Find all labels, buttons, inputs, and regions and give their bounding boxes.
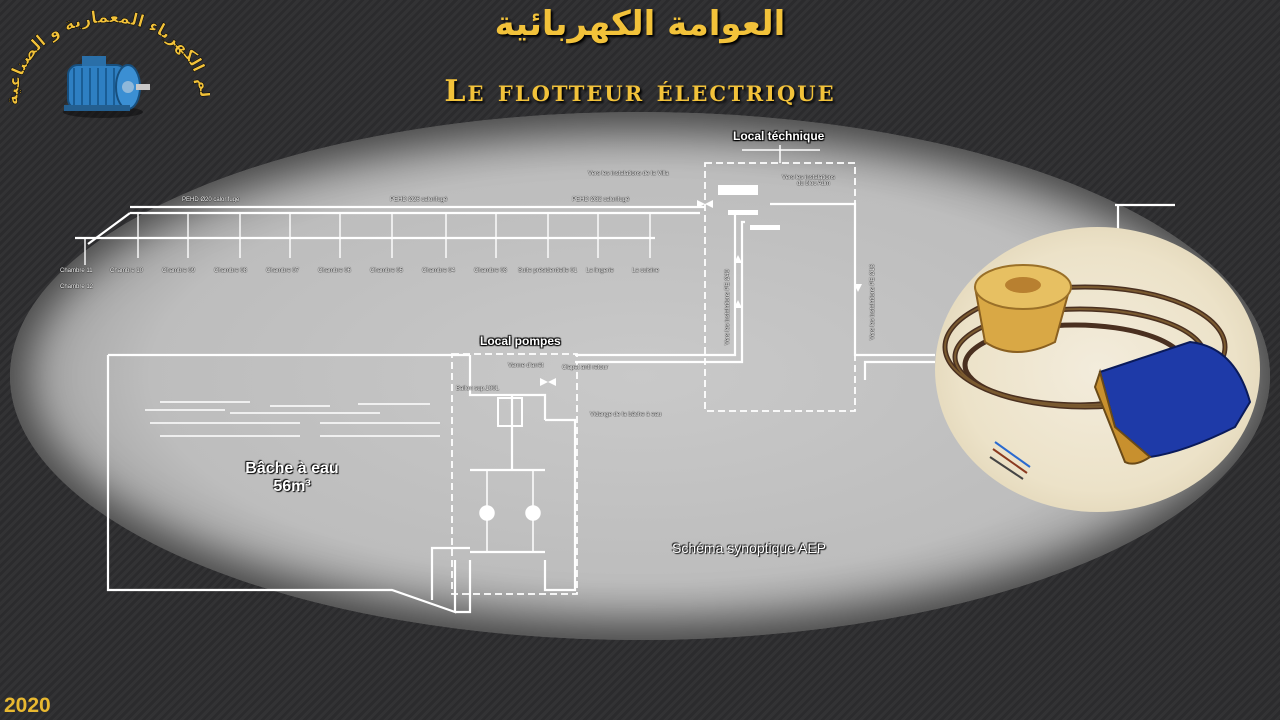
- room-label: Chambre 03: [474, 268, 508, 274]
- vert-pe-left-label: Vers les instalations PE Ø40: [725, 269, 731, 345]
- room-label: Chambre 05: [370, 268, 404, 274]
- schema-title: Schéma synoptique AEP: [672, 540, 827, 556]
- room-label: Chambre 04: [422, 268, 456, 274]
- local-pompes-label: Local pompes: [480, 334, 561, 348]
- room-label: Chambre 08: [214, 268, 248, 274]
- room-label: Chambre 07: [266, 268, 300, 274]
- vert-pe-right-label: Vers les instalations PE Ø16: [870, 264, 876, 340]
- clapet-label: Clapet anti retour: [562, 365, 609, 371]
- pipe-label-3: PEHD Ø32 calorifugé: [572, 197, 630, 203]
- tank-outline: [106, 355, 457, 614]
- local-technique-label: Local téchnique: [733, 129, 825, 143]
- page-title-french: Le flotteur électrique: [444, 74, 836, 109]
- bache-label-line1: Bâche à eau: [245, 460, 339, 477]
- bache-label: Bâche à eau 56m³: [222, 460, 362, 496]
- pipe-label-2: PEHD Ø26 calorifugé: [390, 197, 448, 203]
- vidange-label: Vidange de la bâche à eau: [590, 412, 662, 418]
- vanne-label: Vanne d'arrêt: [508, 363, 544, 369]
- bache-label-volume: 56m³: [273, 478, 311, 495]
- electric-motor-icon: [63, 56, 150, 118]
- year-label: 2020: [4, 694, 51, 717]
- room-label: Chambre 12: [60, 284, 94, 290]
- page-title-arabic: العوامة الكهربائية: [494, 4, 786, 44]
- room-label: Chambre 06: [318, 268, 352, 274]
- pipe-label-1: PEHD Ø20 calorifugé: [182, 197, 240, 203]
- room-label: La cuisine: [632, 268, 660, 274]
- room-label: Chambre 11: [60, 268, 93, 274]
- room-label: Chambre 09: [162, 268, 196, 274]
- vers-bloc-line1: Vers les instalations: [782, 175, 836, 181]
- vers-bloc-label: Vers les instalations du bloc Adm: [782, 175, 835, 187]
- room-label: La lingerie: [586, 268, 614, 274]
- float-switch-photo-icon: [935, 227, 1260, 512]
- vers-villa-label: Vers les instalations de la Villa: [588, 171, 669, 177]
- ballon-label: Ballon sup.100L: [456, 386, 500, 392]
- room-label: Chambre 10: [110, 268, 144, 274]
- logo: عالم الكهرباء المعمارية و الصناعية: [0, 0, 210, 118]
- room-label: Suite présidentielle 01: [518, 268, 578, 274]
- vers-bloc-line2: du bloc Adm: [797, 181, 831, 187]
